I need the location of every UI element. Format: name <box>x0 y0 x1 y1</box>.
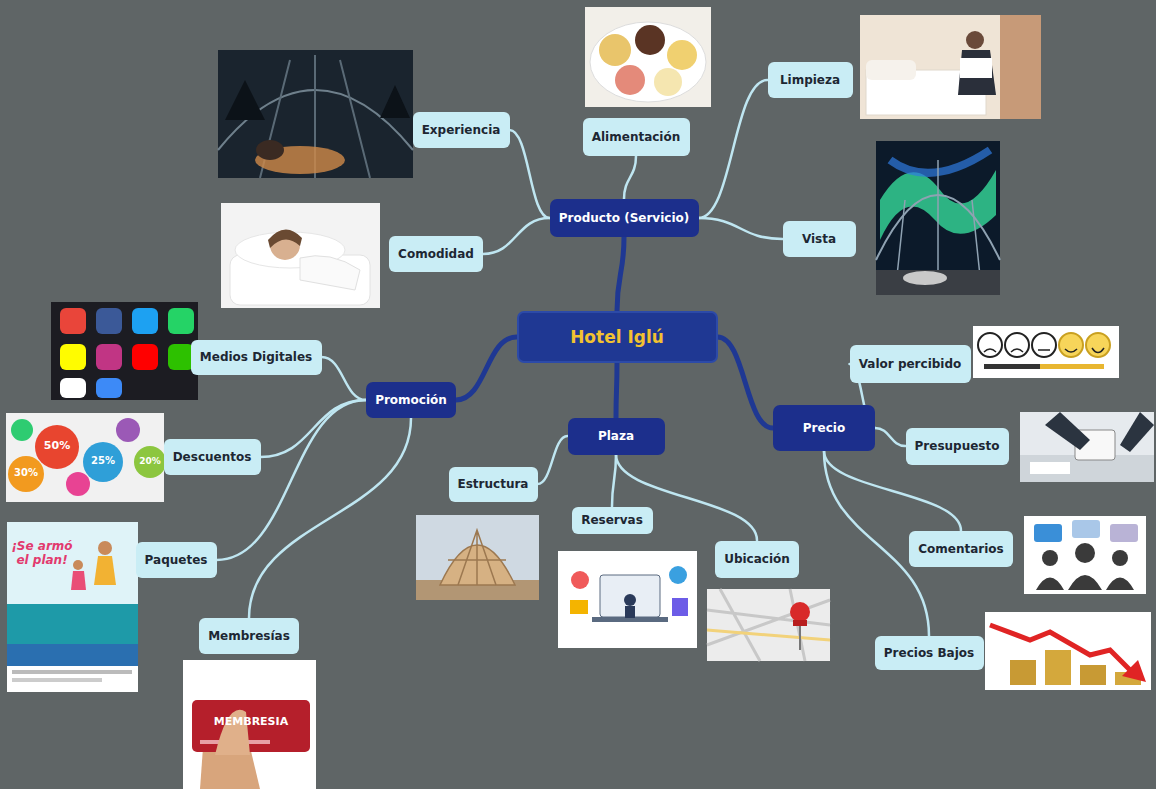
topic-text: Hotel Iglú <box>570 327 664 347</box>
cleaning-photo <box>860 15 1041 119</box>
sub-branch-line <box>875 428 906 446</box>
topic-text: Precios Bajos <box>884 646 974 660</box>
subtopic-box: Limpieza <box>768 62 853 98</box>
sub-branch-line <box>699 80 768 218</box>
sub-branch-line <box>322 357 367 400</box>
comments-icon <box>1024 516 1146 594</box>
topic-text: Estructura <box>458 477 529 491</box>
sub-branch-line <box>249 418 411 618</box>
main-branch-line <box>616 363 617 418</box>
sub-branch-line <box>510 130 550 218</box>
subtopic-box: Medios Digitales <box>191 340 322 375</box>
branch-topic: Producto (Servicio) <box>550 199 699 237</box>
food-photo <box>585 7 711 107</box>
map-pin-photo <box>707 589 830 661</box>
topic-text: Membresías <box>208 629 290 643</box>
topic-text: Valor percibido <box>859 357 962 371</box>
subtopic-box: Comentarios <box>909 531 1013 567</box>
main-branch-line <box>456 337 517 400</box>
sub-branch-line <box>538 436 568 484</box>
sub-branch-line <box>483 218 550 254</box>
topic-text: Ubicación <box>724 552 790 566</box>
card-text: MEMBRESIA <box>196 716 306 729</box>
sub-branch-line <box>217 400 367 560</box>
subtopic-box: Reservas <box>572 507 653 534</box>
topic-text: Producto (Servicio) <box>559 211 689 225</box>
sub-branch-line <box>699 218 783 239</box>
flyer-slogan: ¡Se armó el plan! <box>10 540 74 568</box>
topic-text: Precio <box>803 421 845 435</box>
emoji-scale <box>973 326 1119 378</box>
subtopic-box: Comodidad <box>389 236 483 272</box>
subtopic-box: Paquetes <box>136 542 217 578</box>
subtopic-box: Alimentación <box>583 118 690 156</box>
comfort-photo <box>221 203 380 308</box>
branch-topic: Plaza <box>568 418 665 455</box>
discount-number: 25% <box>84 455 122 467</box>
subtopic-box: Membresías <box>199 618 299 654</box>
discount-balloons-photo <box>6 413 166 502</box>
discount-number: 20% <box>134 456 166 466</box>
sub-branch-line <box>612 455 616 507</box>
subtopic-box: Valor percibido <box>850 345 971 383</box>
subtopic-box: Precios Bajos <box>875 636 984 670</box>
topic-text: Descuentos <box>173 450 252 464</box>
aurora-photo <box>876 141 1000 295</box>
subtopic-box: Ubicación <box>715 541 799 578</box>
central-topic: Hotel Iglú <box>517 311 718 363</box>
topic-text: Plaza <box>598 429 634 443</box>
topic-text: Paquetes <box>145 553 208 567</box>
subtopic-box: Presupuesto <box>906 428 1009 465</box>
membership-card-photo <box>183 660 316 789</box>
subtopic-box: Descuentos <box>164 439 261 475</box>
topic-text: Alimentación <box>592 130 681 144</box>
topic-text: Presupuesto <box>915 439 1000 453</box>
main-branch-line <box>718 337 774 428</box>
main-branch-line <box>617 237 624 311</box>
discount-number: 50% <box>37 440 77 453</box>
package-flyer-photo <box>7 522 138 692</box>
topic-text: Comentarios <box>918 542 1004 556</box>
subtopic-box: Estructura <box>449 467 538 502</box>
topic-text: Medios Digitales <box>200 350 312 364</box>
coins-arrow-photo <box>985 612 1151 690</box>
online-booking-photo <box>558 551 697 648</box>
topic-text: Experiencia <box>422 123 501 137</box>
dome-construction-photo <box>416 515 539 600</box>
subtopic-box: Vista <box>783 221 856 257</box>
sub-branch-line <box>624 156 636 199</box>
discount-number: 30% <box>8 467 44 479</box>
branch-topic: Precio <box>773 405 875 451</box>
topic-text: Limpieza <box>780 73 840 87</box>
social-apps-photo <box>51 302 198 400</box>
igloo-photo <box>218 50 413 178</box>
topic-text: Vista <box>802 232 836 246</box>
branch-topic: Promoción <box>366 382 456 418</box>
calculator-photo <box>1020 412 1154 482</box>
topic-text: Comodidad <box>398 247 474 261</box>
topic-text: Reservas <box>581 513 643 527</box>
topic-text: Promoción <box>375 393 447 407</box>
subtopic-box: Experiencia <box>413 112 510 148</box>
sub-branch-line <box>261 400 367 457</box>
